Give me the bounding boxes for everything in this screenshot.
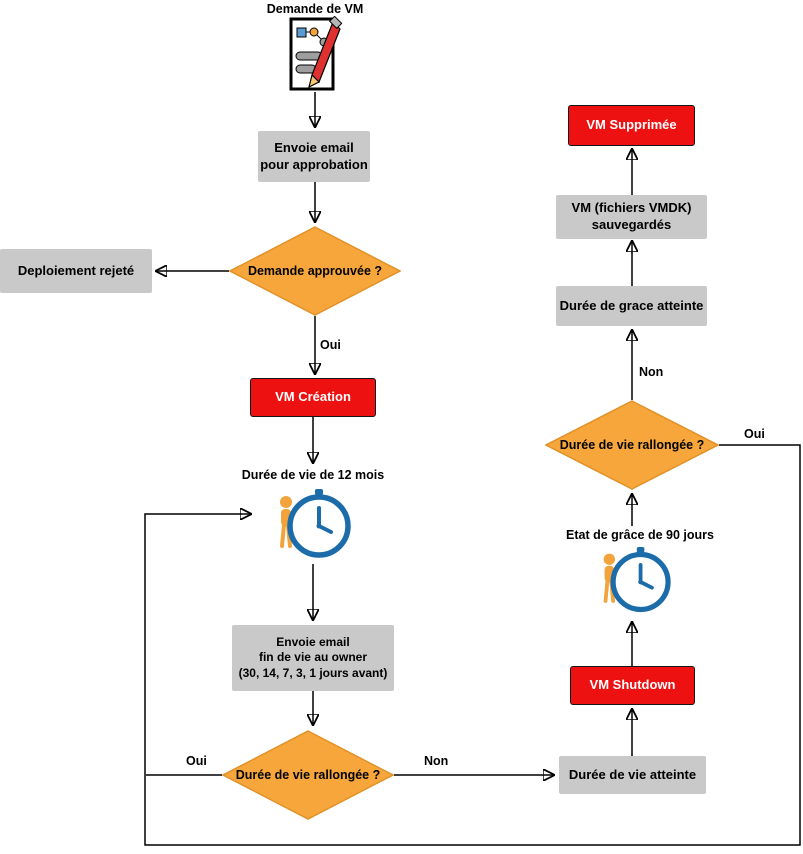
request-vm-label: Demande de VM bbox=[266, 2, 364, 16]
oui-approved-label: Oui bbox=[320, 338, 341, 352]
decision-approved-diamond: Demande approuvée ? bbox=[229, 226, 401, 316]
decision-extend-diamond: Durée de vie rallongée ? bbox=[222, 730, 394, 820]
grace-clock-icon bbox=[594, 546, 672, 618]
lifetime-clock-icon bbox=[270, 488, 352, 564]
non-extend-right-label: Non bbox=[639, 365, 664, 379]
vmdk-saved-box: VM (fichiers VMDK) sauvegardés bbox=[556, 195, 707, 239]
decision-approved-label: Demande approuvée ? bbox=[247, 264, 383, 278]
eol-email-box: Envoie email fin de vie au owner (30, 14… bbox=[232, 625, 394, 691]
decision-extend-right-label: Durée de vie rallongée ? bbox=[559, 438, 705, 452]
decision-extend-right-diamond: Durée de vie rallongée ? bbox=[545, 400, 719, 490]
lifetime-12-months-label: Durée de vie de 12 mois bbox=[241, 468, 385, 482]
vm-request-document-icon bbox=[283, 15, 347, 94]
vm-creation-box: VM Création bbox=[250, 378, 376, 417]
lifetime-reached-box: Durée de vie atteinte bbox=[559, 756, 706, 794]
vm-deleted-box: VM Supprimée bbox=[568, 105, 695, 146]
grace-period-label: Etat de grâce de 90 jours bbox=[566, 528, 714, 542]
email-approval-box: Envoie email pour approbation bbox=[258, 131, 370, 182]
non-extend-label: Non bbox=[424, 754, 449, 768]
rejected-box: Deploiement rejeté bbox=[0, 249, 152, 293]
oui-extend-right-label: Oui bbox=[744, 427, 765, 441]
decision-extend-label: Durée de vie rallongée ? bbox=[235, 768, 381, 782]
grace-reached-box: Durée de grace atteinte bbox=[556, 286, 707, 326]
oui-extend-label: Oui bbox=[186, 754, 207, 768]
vm-shutdown-box: VM Shutdown bbox=[570, 666, 695, 705]
